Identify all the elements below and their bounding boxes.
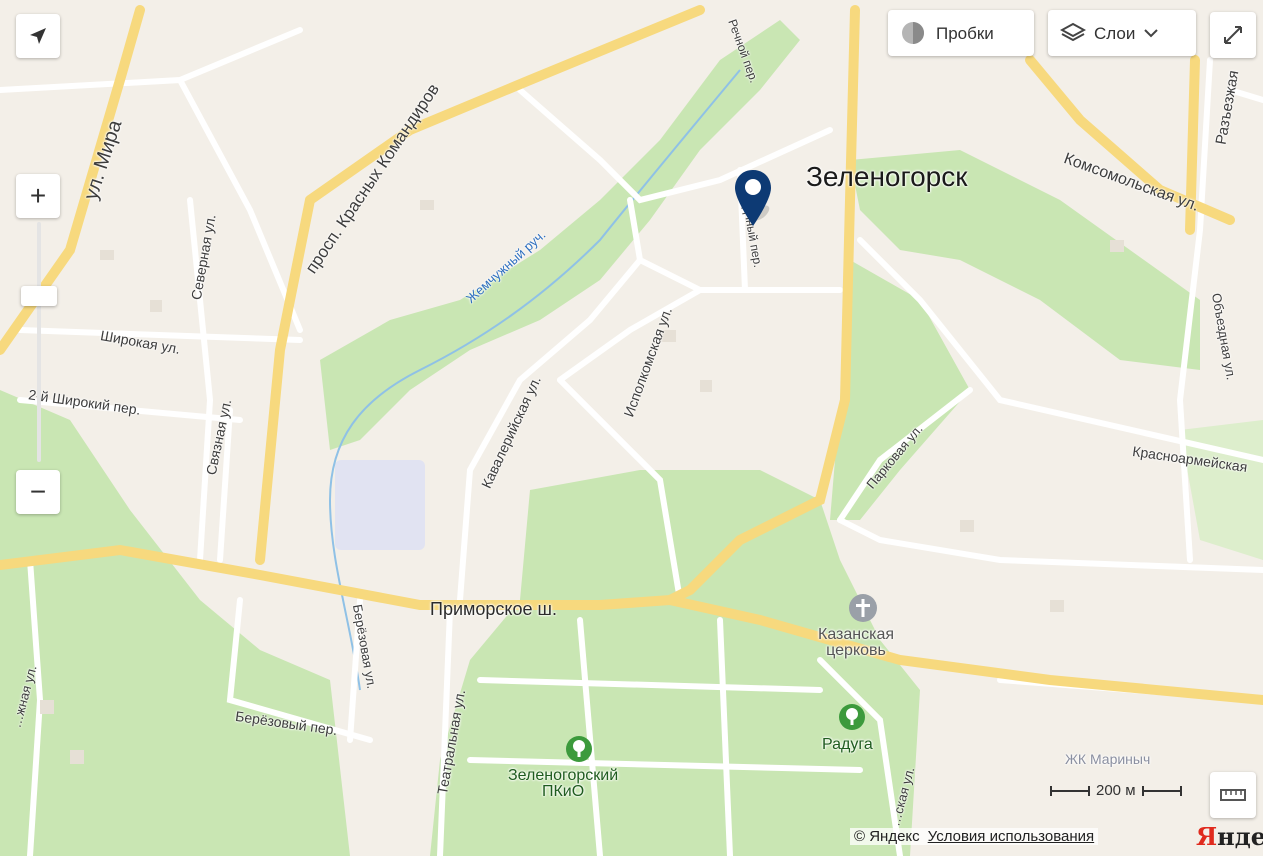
poi-label-zhk: ЖК Мариныч <box>1065 751 1151 767</box>
layers-button[interactable]: Слои <box>1048 10 1196 56</box>
scale-bar-left <box>1050 785 1090 796</box>
tree-icon[interactable] <box>565 735 593 768</box>
poi-label-church: Казанская церковь <box>818 626 895 659</box>
layers-icon <box>1060 22 1086 42</box>
expand-icon <box>1224 26 1242 44</box>
zoom-slider-track[interactable] <box>37 222 41 462</box>
zoom-in-button[interactable]: + <box>16 174 60 218</box>
copyright: © Яндекс Условия использования <box>850 828 1099 845</box>
city-label: Зеленогорск <box>806 161 968 192</box>
zoom-out-button[interactable]: − <box>16 470 60 514</box>
street-label-primorskoe: Приморское ш. <box>430 599 557 619</box>
navigation-arrow-icon <box>30 28 46 44</box>
tree-icon[interactable] <box>838 703 866 736</box>
fullscreen-button[interactable] <box>1210 12 1256 58</box>
scale-bar: 200 м <box>1050 782 1182 799</box>
ruler-icon <box>1220 789 1246 801</box>
copyright-text: © Яндекс <box>854 828 920 845</box>
terms-link[interactable]: Условия использования <box>927 828 1095 845</box>
church-icon[interactable] <box>848 593 878 628</box>
ruler-button[interactable] <box>1210 772 1256 818</box>
poi-label-park: Зеленогорский ПКиО <box>508 767 619 800</box>
zoom-slider-thumb[interactable] <box>21 286 57 306</box>
scale-bar-right <box>1141 785 1182 796</box>
locate-button[interactable] <box>16 14 60 58</box>
location-pin-icon[interactable] <box>733 168 777 230</box>
yandex-logo[interactable]: Яндекс <box>1196 822 1263 851</box>
chevron-down-icon <box>1144 29 1159 38</box>
poi-label-raduga: Радуга <box>822 736 873 753</box>
traffic-light-icon <box>902 22 924 44</box>
traffic-button[interactable]: Пробки <box>888 10 1034 56</box>
scale-label: 200 м <box>1096 782 1136 799</box>
